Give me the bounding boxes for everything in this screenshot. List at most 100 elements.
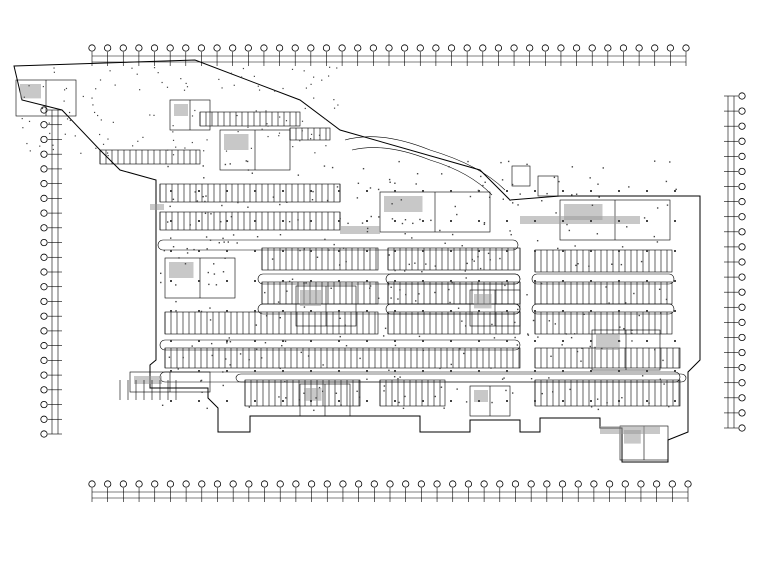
core-hatch	[174, 104, 188, 116]
detail-mark	[271, 258, 274, 260]
detail-mark	[264, 342, 267, 344]
detail-mark	[398, 160, 400, 163]
detail-mark	[205, 236, 208, 238]
column-mark	[674, 250, 676, 252]
detail-mark	[274, 90, 276, 92]
detail-mark	[230, 215, 233, 218]
column-mark	[310, 190, 312, 192]
detail-mark	[577, 263, 579, 265]
detail-mark	[448, 288, 450, 291]
detail-mark	[602, 167, 604, 169]
grid-bubble	[119, 44, 127, 52]
column-mark	[534, 340, 536, 342]
detail-mark	[220, 220, 222, 223]
detail-mark	[191, 141, 193, 144]
grid-bubble	[385, 44, 393, 52]
building-outline	[13, 59, 701, 463]
grid-bubble	[463, 44, 471, 52]
column-mark	[254, 310, 256, 312]
detail-mark	[425, 263, 427, 265]
column-mark	[562, 250, 564, 252]
detail-mark	[266, 123, 268, 125]
column-mark	[366, 310, 368, 312]
grid-bubble	[244, 44, 252, 52]
detail-mark	[624, 302, 627, 304]
column-mark	[170, 340, 172, 342]
grid-bubble	[432, 44, 440, 52]
detail-mark	[487, 252, 490, 255]
column-mark	[618, 220, 620, 222]
grid-bubble	[40, 342, 48, 350]
detail-mark	[464, 270, 466, 272]
detail-mark	[218, 242, 220, 244]
column-mark	[254, 220, 256, 222]
grid-bubble	[166, 480, 175, 488]
grid-bubble	[479, 44, 487, 52]
grid-bubble	[339, 480, 347, 488]
core-hatch	[304, 388, 322, 401]
column-mark	[422, 280, 424, 282]
column-mark	[478, 190, 480, 192]
column-mark	[618, 340, 620, 342]
detail-mark	[631, 329, 633, 331]
detail-mark	[568, 229, 571, 232]
detail-mark	[581, 347, 583, 349]
detail-mark	[23, 96, 25, 98]
detail-mark	[248, 406, 251, 408]
detail-mark	[286, 290, 288, 292]
detail-mark	[209, 239, 212, 241]
detail-mark	[394, 182, 396, 184]
detail-mark	[338, 264, 341, 266]
detail-mark	[489, 259, 491, 261]
parking-row	[534, 347, 681, 369]
detail-mark	[621, 246, 624, 248]
grid-bubble	[496, 480, 504, 488]
detail-mark	[297, 174, 300, 176]
detail-mark	[240, 76, 243, 78]
detail-mark	[469, 195, 472, 198]
detail-mark	[29, 150, 31, 152]
detail-mark	[339, 335, 341, 338]
detail-mark	[222, 371, 224, 373]
detail-mark	[39, 145, 41, 147]
grid-bubble	[40, 400, 48, 409]
detail-mark	[501, 378, 504, 380]
detail-mark	[153, 114, 155, 116]
column-mark	[226, 400, 228, 402]
detail-mark	[160, 281, 162, 284]
column-mark	[254, 400, 256, 402]
detail-mark	[345, 344, 348, 347]
detail-mark	[230, 72, 233, 74]
detail-mark	[517, 204, 519, 206]
detail-mark	[178, 257, 180, 259]
detail-mark	[511, 183, 514, 186]
column-mark	[422, 220, 424, 222]
grid-bubble	[40, 356, 48, 364]
detail-mark	[236, 242, 238, 244]
column-mark	[226, 370, 228, 372]
detail-mark	[222, 271, 225, 273]
column-mark	[422, 310, 424, 312]
column-mark	[562, 280, 564, 282]
grid-bubble	[464, 480, 473, 488]
detail-mark	[451, 281, 453, 284]
column-mark	[338, 340, 340, 342]
detail-mark	[74, 135, 76, 137]
detail-mark	[369, 285, 372, 287]
column-mark	[450, 340, 452, 342]
detail-mark	[491, 401, 493, 404]
detail-mark	[398, 401, 400, 404]
detail-mark	[209, 307, 211, 309]
detail-mark	[298, 399, 301, 401]
detail-mark	[606, 402, 608, 404]
detail-mark	[638, 314, 640, 317]
grid-bubble	[40, 180, 48, 188]
detail-mark	[49, 132, 51, 135]
detail-mark	[333, 243, 335, 246]
column-mark	[338, 190, 340, 192]
grid-bubble	[738, 424, 746, 432]
parking-row	[99, 149, 201, 165]
detail-mark	[169, 205, 171, 208]
column-mark	[366, 340, 368, 342]
detail-mark	[574, 245, 576, 247]
